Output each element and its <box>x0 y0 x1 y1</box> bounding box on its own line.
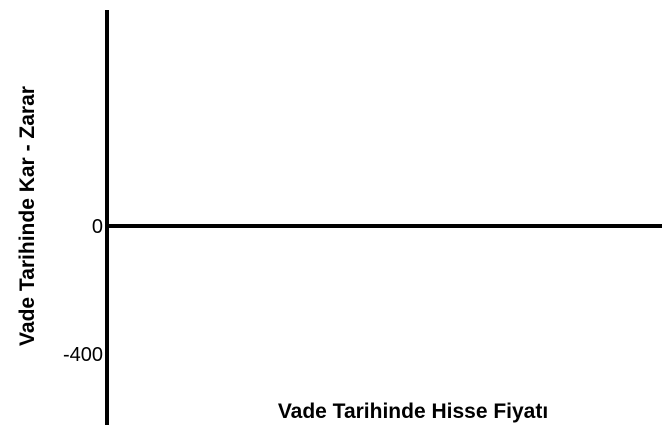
x-axis-title: Vade Tarihinde Hisse Fiyatı <box>278 400 548 423</box>
y-tick-label: 0 <box>92 216 103 238</box>
y-tick-label: -400 <box>63 344 103 366</box>
y-axis-title: Vade Tarihinde Kar - Zarar <box>16 86 39 346</box>
